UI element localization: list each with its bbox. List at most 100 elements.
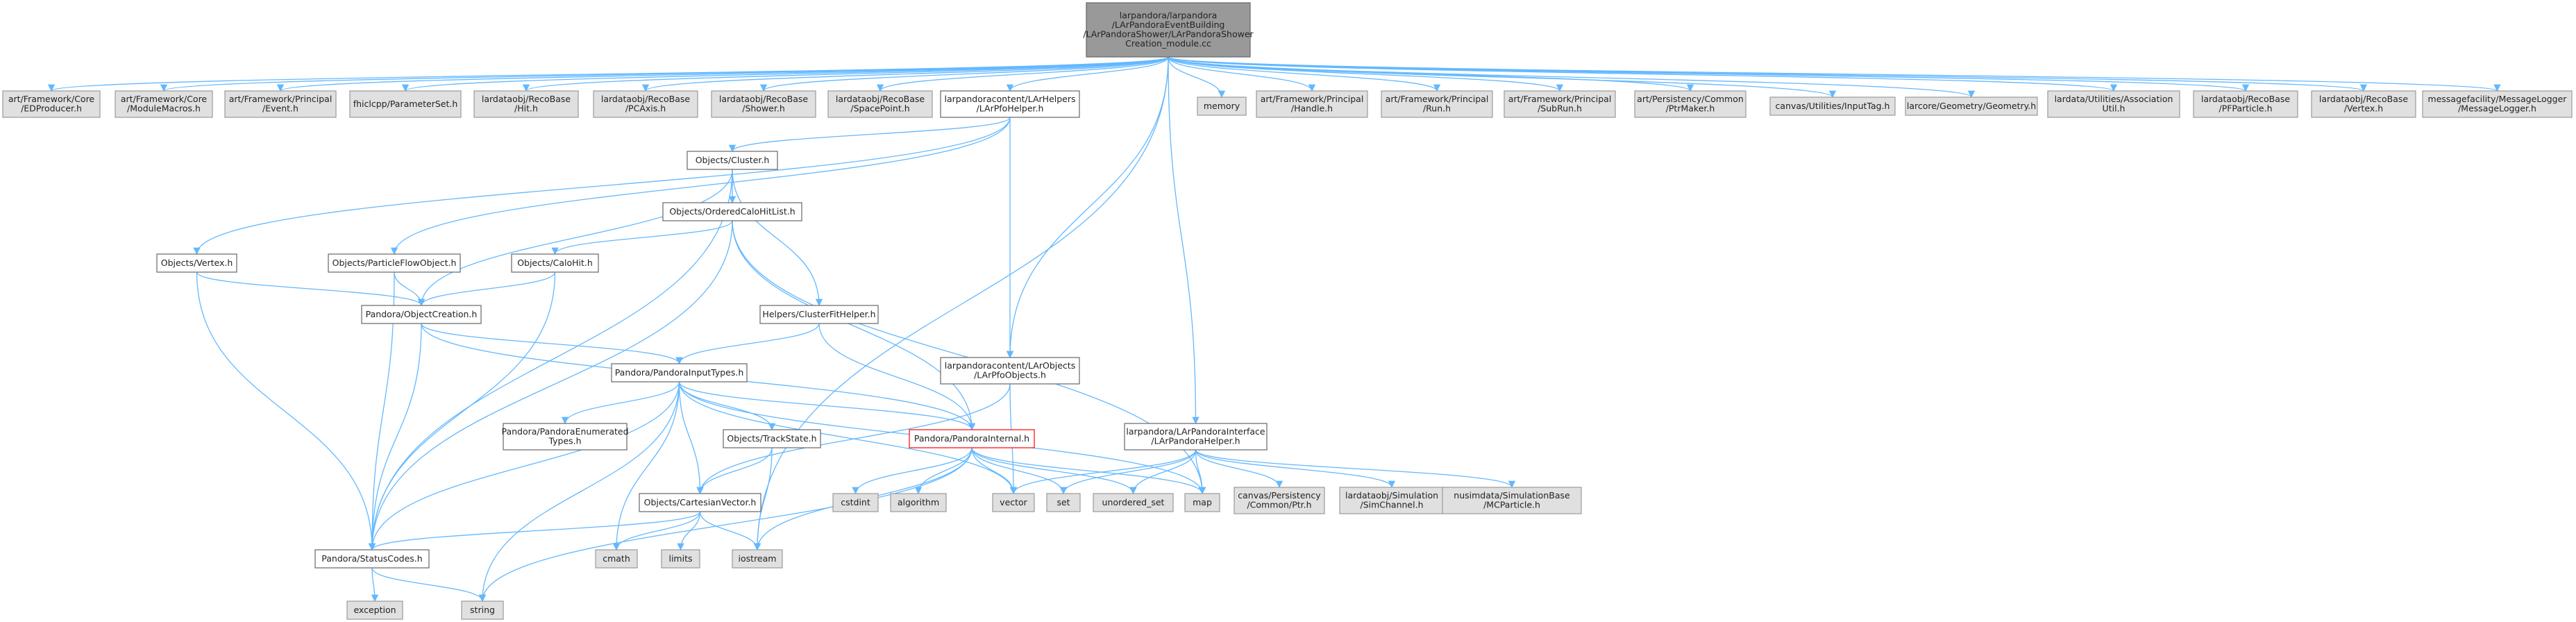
node-run: art/Framework/Principal/Run.h [1381, 90, 1493, 118]
node-inputtag: canvas/Utilities/InputTag.h [1769, 96, 1896, 116]
edge-pandorainputtypes-to-string [478, 381, 680, 603]
node-modulemacros-label-line: /ModuleMacros.h [127, 103, 201, 114]
edge-cartesianvector-to-iostream [699, 511, 761, 551]
node-limits-label-line: limits [668, 553, 692, 564]
edge-particleflowobject-to-objectcreation [394, 271, 426, 307]
node-shower: lardataobj/RecoBase/Shower.h [711, 90, 816, 118]
node-modulemacros-label-line: art/Framework/Core [121, 94, 208, 104]
edge-trackstate-to-cartesianvector [696, 447, 773, 495]
node-cluster[interactable]: Objects/Cluster.h [687, 151, 778, 170]
node-simchannel: lardataobj/Simulation/SimChannel.h [1339, 487, 1445, 514]
node-larpfohelper[interactable]: larpandoracontent/LArHelpers/LArPfoHelpe… [940, 90, 1080, 118]
node-larpandorahelper[interactable]: larpandora/LArPandoraInterface/LArPandor… [1124, 423, 1268, 451]
node-enumeratedtypes-label-line: Types.h [548, 436, 581, 446]
node-handle: art/Framework/Principal/Handle.h [1256, 90, 1368, 118]
node-vertexobj[interactable]: Objects/Vertex.h [156, 253, 237, 273]
node-mcparticle: nusimdata/SimulationBase/MCParticle.h [1442, 487, 1582, 514]
node-iostream: iostream [732, 549, 783, 569]
node-larpfohelper-label-line: larpandoracontent/LArHelpers [944, 94, 1075, 104]
node-larpandorahelper-box [1124, 423, 1268, 451]
node-statuscodes-box [314, 549, 430, 569]
node-spacepoint-label-line: /SpacePoint.h [850, 103, 909, 114]
node-iostream-box [732, 549, 783, 569]
node-edproducer-label-line: /EDProducer.h [21, 103, 82, 114]
node-calohit[interactable]: Objects/CaloHit.h [511, 253, 599, 273]
node-orderedcalohitlist-box [662, 202, 802, 221]
node-mcparticle-label-line: /MCParticle.h [1483, 500, 1540, 510]
node-cstdint: cstdint [832, 493, 879, 512]
edge-pandorainputtypes-to-pandorainternal [678, 381, 976, 431]
node-simchannel-label-line: /SimChannel.h [1360, 500, 1423, 510]
node-vertexreco-label-line: /Vertex.h [2344, 103, 2383, 114]
node-cartesianvector[interactable]: Objects/CartesianVector.h [639, 493, 761, 512]
edge-clusterfithelper-to-pandorainputtypes [675, 323, 820, 365]
node-set: set [1046, 493, 1081, 512]
edge-root-to-subrun [1168, 56, 1563, 92]
node-map-box [1184, 493, 1220, 512]
node-larpfohelper-label-line: /LArPfoHelper.h [977, 103, 1044, 114]
node-clusterfithelper[interactable]: Helpers/ClusterFitHelper.h [759, 305, 879, 324]
node-subrun-label-line: /SubRun.h [1538, 103, 1582, 114]
node-pfparticle: lardataobj/RecoBase/PFParticle.h [2193, 90, 2298, 118]
edge-larpandorahelper-to-set [1059, 449, 1197, 495]
node-cmath-box [595, 549, 638, 569]
node-trackstate[interactable]: Objects/TrackState.h [723, 429, 821, 448]
node-cstdint-label-line: cstdint [841, 497, 870, 507]
node-vertexreco-label-line: lardataobj/RecoBase [2319, 94, 2409, 104]
edge-pandorainternal-to-vector [971, 447, 1018, 495]
node-ptrh-label-line: /Common/Ptr.h [1247, 500, 1311, 510]
node-algorithm-label-line: algorithm [898, 497, 939, 507]
edge-orderedcalohitlist-to-statuscodes [368, 220, 733, 551]
node-particleflowobject[interactable]: Objects/ParticleFlowObject.h [328, 253, 461, 273]
node-clusterfithelper-box [759, 305, 879, 324]
node-trackstate-box [723, 429, 821, 448]
node-objectcreation[interactable]: Pandora/ObjectCreation.h [361, 305, 482, 324]
edge-cluster-to-statuscodes [368, 169, 733, 551]
node-clusterfithelper-label-line: Helpers/ClusterFitHelper.h [762, 309, 875, 319]
node-handle-label-line: art/Framework/Principal [1261, 94, 1364, 104]
node-larpfohelper-box [940, 90, 1080, 118]
node-pandorainputtypes[interactable]: Pandora/PandoraInputTypes.h [611, 363, 748, 383]
node-cartesianvector-box [639, 493, 761, 512]
node-unorderedset-label-line: unordered_set [1102, 497, 1165, 507]
node-map-label-line: map [1193, 497, 1212, 507]
node-cluster-label-line: Objects/Cluster.h [696, 155, 770, 165]
edge-root-to-larpfohelper [1006, 56, 1169, 92]
node-pandorainternal[interactable]: Pandora/PandoraInternal.h [909, 429, 1035, 448]
edge-pandorainputtypes-to-cmath [612, 381, 680, 551]
edge-cartesianvector-to-limits [677, 511, 701, 551]
node-messagelogger: messagefacility/MessageLogger/MessageLog… [2422, 90, 2573, 118]
edge-larpfohelper-to-particleflowobject [390, 117, 1011, 255]
node-root-label-line: /LArPandoraShower/LArPandoraShower [1083, 29, 1254, 40]
edge-root-to-geometry [1168, 56, 1975, 99]
node-set-label-line: set [1057, 497, 1070, 507]
node-cstdint-box [832, 493, 879, 512]
node-cmath: cmath [595, 549, 638, 569]
node-limits: limits [661, 549, 700, 569]
node-larpfoobjects[interactable]: larpandoracontent/LArObjects/LArPfoObjec… [940, 357, 1080, 385]
node-orderedcalohitlist[interactable]: Objects/OrderedCaloHitList.h [662, 202, 802, 221]
node-statuscodes[interactable]: Pandora/StatusCodes.h [314, 549, 430, 569]
node-ptrmaker-label-line: art/Persistency/Common [1637, 94, 1744, 104]
node-larpandorahelper-label-line: larpandora/LArPandoraInterface [1126, 426, 1265, 437]
node-inputtag-label-line: canvas/Utilities/InputTag.h [1776, 101, 1890, 111]
node-mcparticle-label-line: nusimdata/SimulationBase [1454, 490, 1570, 501]
node-root-box [1086, 2, 1251, 58]
edge-root-to-handle [1168, 56, 1316, 92]
node-exception-box [346, 600, 403, 620]
node-ptrh: canvas/Persistency/Common/Ptr.h [1234, 487, 1325, 514]
node-ptrmaker: art/Persistency/Common/PtrMaker.h [1634, 90, 1746, 118]
node-vertexreco-box [2311, 90, 2416, 118]
edge-cartesianvector-to-cmath [612, 511, 701, 551]
node-association-box [2047, 90, 2180, 118]
node-root[interactable]: larpandora/larpandora/LArPandoraEventBui… [1083, 2, 1254, 58]
edge-pandorainternal-to-set [971, 447, 1068, 495]
node-orderedcalohitlist-label-line: Objects/OrderedCaloHitList.h [669, 206, 795, 217]
edge-cluster-to-clusterfithelper [732, 169, 823, 307]
node-memory: memory [1197, 96, 1247, 116]
edge-root-to-larpandorahelper [1168, 56, 1199, 425]
node-subrun-label-line: art/Framework/Principal [1508, 94, 1612, 104]
node-shower-box [711, 90, 816, 118]
